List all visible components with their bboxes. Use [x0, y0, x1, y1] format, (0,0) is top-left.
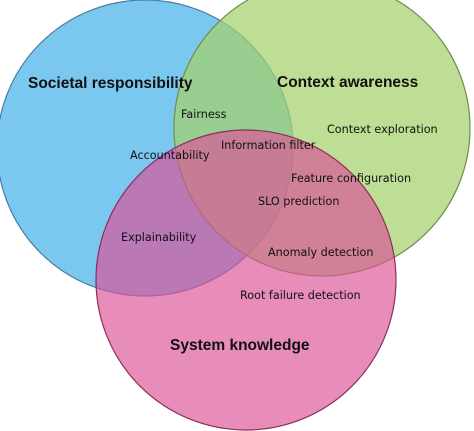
system-knowledge-circle: [95, 129, 397, 431]
slo-prediction-label: SLO prediction: [258, 195, 339, 208]
root-failure-detection-label: Root failure detection: [240, 289, 361, 302]
feature-configuration-label: Feature configuration: [291, 172, 411, 185]
information-filter-label: Information filter: [221, 139, 316, 152]
accountability-label: Accountability: [130, 149, 210, 162]
societal-responsibility-label: Societal responsibility: [28, 75, 193, 92]
anomaly-detection-label: Anomaly detection: [268, 246, 373, 259]
explainability-label: Explainability: [121, 231, 197, 244]
system-knowledge-label: System knowledge: [170, 337, 310, 354]
context-awareness-label: Context awareness: [277, 74, 418, 91]
context-exploration-label: Context exploration: [327, 123, 438, 136]
fairness-label: Fairness: [181, 108, 227, 121]
